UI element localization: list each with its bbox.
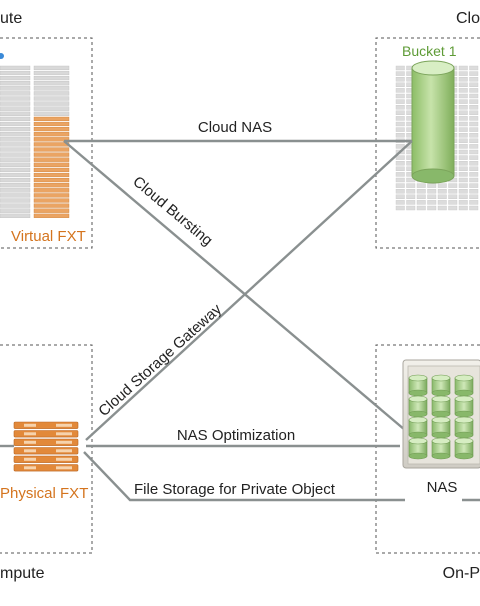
region-top-right bbox=[375, 37, 480, 249]
physical-fxt-icon bbox=[13, 421, 79, 472]
line-cloud-storage-gateway bbox=[85, 140, 413, 441]
nas-label: NAS bbox=[427, 479, 458, 496]
connector-lines bbox=[0, 139, 480, 502]
label-nas-optimization: NAS Optimization bbox=[177, 427, 295, 444]
bucket-label: Bucket 1 bbox=[402, 43, 457, 59]
region-title-top-left: ute bbox=[0, 10, 22, 27]
label-cloud-nas: Cloud NAS bbox=[198, 119, 272, 136]
region-title-top-right: Clo bbox=[456, 10, 480, 27]
virtual-fxt-label: Virtual FXT bbox=[11, 228, 86, 245]
region-top-left bbox=[0, 37, 93, 249]
nas-appliance-icon bbox=[402, 359, 480, 469]
label-file-storage: File Storage for Private Object bbox=[134, 481, 336, 498]
line-file-storage bbox=[83, 451, 405, 502]
server-rack-icon bbox=[0, 53, 70, 218]
bucket-cylinder-icon bbox=[411, 60, 455, 184]
line-cloud-bursting bbox=[63, 140, 406, 431]
label-cloud-bursting: Cloud Bursting bbox=[129, 173, 215, 249]
region-title-bottom-right: On-P bbox=[443, 565, 480, 582]
label-cloud-storage-gateway: Cloud Storage Gateway bbox=[95, 300, 225, 420]
region-title-bottom-left: mpute bbox=[0, 565, 45, 582]
physical-fxt-label: Physical FXT bbox=[0, 485, 88, 502]
